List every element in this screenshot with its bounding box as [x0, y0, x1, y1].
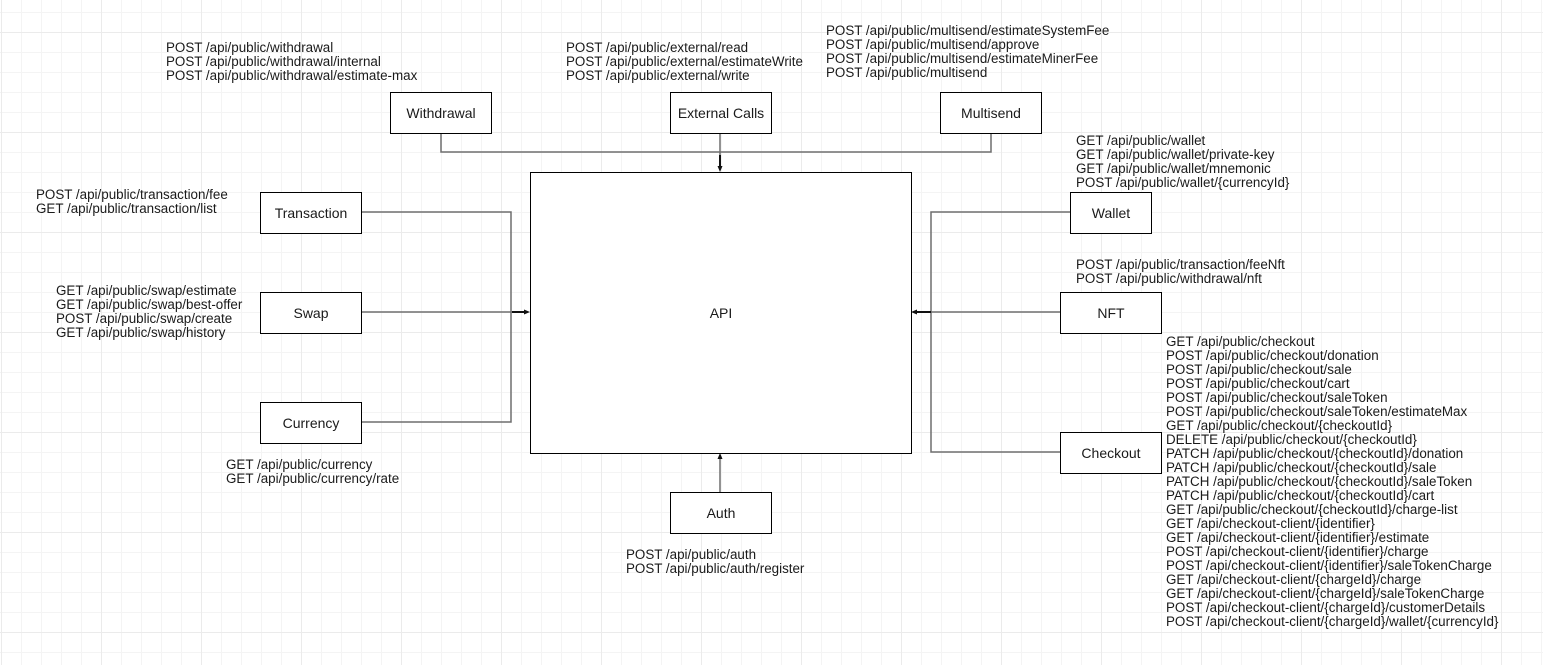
endpoint: POST /api/public/auth: [626, 547, 757, 562]
endpoint: POST /api/public/multisend/estimateMiner…: [826, 51, 1099, 66]
endpoint: POST /api/public/multisend: [826, 65, 988, 80]
endpoint: POST /api/public/checkout/saleToken/esti…: [1166, 404, 1468, 419]
edge-currency-api: [361, 312, 512, 423]
endpoint: GET /api/public/currency: [226, 457, 373, 472]
nft-node[interactable]: NFT: [1060, 292, 1162, 334]
api-node[interactable]: API: [530, 172, 912, 454]
nft-endpoints: POST /api/public/transaction/feeNft POST…: [1076, 258, 1285, 286]
endpoint: POST /api/public/transaction/feeNft: [1076, 257, 1285, 272]
endpoint: PATCH /api/public/checkout/{checkoutId}/…: [1166, 460, 1437, 475]
endpoint: DELETE /api/public/checkout/{checkoutId}: [1166, 432, 1417, 447]
transaction-label: Transaction: [274, 205, 348, 221]
endpoint: POST /api/public/withdrawal/internal: [166, 54, 381, 69]
endpoint: GET /api/checkout-client/{chargeId}/sale…: [1166, 586, 1485, 601]
endpoint: POST /api/checkout-client/{chargeId}/cus…: [1166, 600, 1486, 615]
multisend-label: Multisend: [961, 105, 1021, 121]
endpoint: PATCH /api/public/checkout/{checkoutId}/…: [1166, 488, 1435, 503]
multisend-node[interactable]: Multisend: [940, 92, 1042, 134]
withdrawal-node[interactable]: Withdrawal: [390, 92, 492, 134]
auth-label: Auth: [706, 505, 736, 521]
endpoint: GET /api/public/wallet/mnemonic: [1076, 161, 1271, 176]
swap-label: Swap: [293, 305, 329, 321]
endpoint: GET /api/checkout-client/{identifier}: [1166, 516, 1375, 531]
endpoint: POST /api/public/multisend/approve: [826, 37, 1040, 52]
edge-multisend-api: [720, 133, 992, 153]
endpoint: GET /api/public/currency/rate: [226, 471, 400, 486]
endpoint: POST /api/checkout-client/{chargeId}/wal…: [1166, 614, 1499, 629]
wallet-node[interactable]: Wallet: [1070, 192, 1152, 234]
endpoint: POST /api/public/checkout/donation: [1166, 348, 1379, 363]
withdrawal-label: Withdrawal: [406, 105, 476, 121]
endpoint: PATCH /api/public/checkout/{checkoutId}/…: [1166, 446, 1464, 461]
checkout-label: Checkout: [1081, 445, 1141, 461]
endpoint: PATCH /api/public/checkout/{checkoutId}/…: [1166, 474, 1473, 489]
external-calls-label: External Calls: [677, 105, 765, 121]
external-calls-node[interactable]: External Calls: [670, 92, 772, 134]
endpoint: GET /api/public/checkout/{checkoutId}: [1166, 418, 1393, 433]
edge-checkout-api: [930, 312, 1060, 453]
edge-wallet-api: [930, 211, 1070, 312]
endpoint: POST /api/checkout-client/{identifier}/s…: [1166, 558, 1492, 573]
wallet-label: Wallet: [1091, 205, 1131, 221]
currency-label: Currency: [282, 415, 340, 431]
transaction-endpoints: POST /api/public/transaction/fee GET /ap…: [36, 188, 228, 216]
endpoint: POST /api/public/swap/create: [56, 311, 233, 326]
endpoint: GET /api/public/swap/estimate: [56, 283, 237, 298]
endpoint: GET /api/public/swap/history: [56, 325, 226, 340]
endpoint: POST /api/public/withdrawal/nft: [1076, 271, 1262, 286]
currency-endpoints: GET /api/public/currency GET /api/public…: [226, 458, 399, 486]
auth-endpoints: POST /api/public/auth POST /api/public/a…: [626, 548, 804, 576]
currency-node[interactable]: Currency: [260, 402, 362, 444]
endpoint: GET /api/public/swap/best-offer: [56, 297, 243, 312]
endpoint: POST /api/public/multisend/estimateSyste…: [826, 23, 1110, 38]
swap-node[interactable]: Swap: [260, 292, 362, 334]
endpoint: GET /api/public/transaction/list: [36, 201, 217, 216]
endpoint: GET /api/public/checkout/{checkoutId}/ch…: [1166, 502, 1458, 517]
wallet-endpoints: GET /api/public/wallet GET /api/public/w…: [1076, 134, 1289, 190]
endpoint: POST /api/public/external/read: [566, 40, 749, 55]
nft-label: NFT: [1097, 305, 1125, 321]
endpoint: POST /api/public/checkout/sale: [1166, 362, 1352, 377]
endpoint: POST /api/checkout-client/{identifier}/c…: [1166, 544, 1429, 559]
endpoint: POST /api/public/wallet/{currencyId}: [1076, 175, 1290, 190]
endpoint: GET /api/checkout-client/{identifier}/es…: [1166, 530, 1430, 545]
endpoint: POST /api/public/external/write: [566, 68, 750, 83]
swap-endpoints: GET /api/public/swap/estimate GET /api/p…: [56, 284, 242, 340]
transaction-node[interactable]: Transaction: [260, 192, 362, 234]
endpoint: POST /api/public/checkout/saleToken: [1166, 390, 1388, 405]
endpoint: GET /api/public/wallet: [1076, 133, 1206, 148]
checkout-node[interactable]: Checkout: [1060, 432, 1162, 474]
external-calls-endpoints: POST /api/public/external/read POST /api…: [566, 41, 803, 83]
endpoint: GET /api/checkout-client/{chargeId}/char…: [1166, 572, 1422, 587]
endpoint: GET /api/public/wallet/private-key: [1076, 147, 1275, 162]
endpoint: POST /api/public/withdrawal: [166, 40, 334, 55]
api-label: API: [709, 305, 733, 321]
endpoint: POST /api/public/transaction/fee: [36, 187, 228, 202]
multisend-endpoints: POST /api/public/multisend/estimateSyste…: [826, 24, 1109, 80]
endpoint: POST /api/public/withdrawal/estimate-max: [166, 68, 418, 83]
auth-node[interactable]: Auth: [670, 492, 772, 534]
edge-withdrawal-api: [440, 133, 720, 153]
endpoint: POST /api/public/auth/register: [626, 561, 805, 576]
endpoint: GET /api/public/checkout: [1166, 334, 1315, 349]
endpoint: POST /api/public/checkout/cart: [1166, 376, 1350, 391]
withdrawal-endpoints: POST /api/public/withdrawal POST /api/pu…: [166, 41, 417, 83]
edge-transaction-api: [361, 211, 512, 312]
endpoint: POST /api/public/external/estimateWrite: [566, 54, 803, 69]
